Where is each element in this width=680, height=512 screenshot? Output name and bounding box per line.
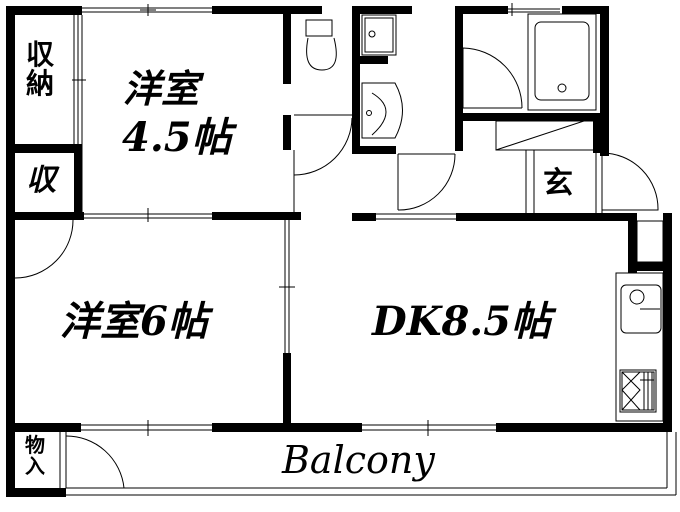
outdoor-storage-label-line1: 物 xyxy=(25,433,45,457)
balcony-label: Balcony xyxy=(282,438,435,482)
walls xyxy=(6,6,672,497)
thin-lines xyxy=(14,3,677,496)
room-label-western-4-5-line2: 4.5帖 xyxy=(122,114,232,161)
storage-label-line2: 納 xyxy=(26,67,55,101)
outdoor-storage-label: 物 入 xyxy=(25,435,45,477)
room-label-dk: DK8.5帖 xyxy=(372,298,552,345)
outdoor-storage-label-line2: 入 xyxy=(25,454,45,478)
storage-label: 収 納 xyxy=(26,40,54,99)
room-label-western-6: 洋室6帖 xyxy=(60,298,208,345)
entrance-label: 玄 xyxy=(543,166,573,201)
small-storage-label: 収 xyxy=(26,163,56,198)
room-label-western-4-5-line1: 洋室 xyxy=(123,66,200,111)
storage-label-line1: 収 xyxy=(26,38,55,71)
